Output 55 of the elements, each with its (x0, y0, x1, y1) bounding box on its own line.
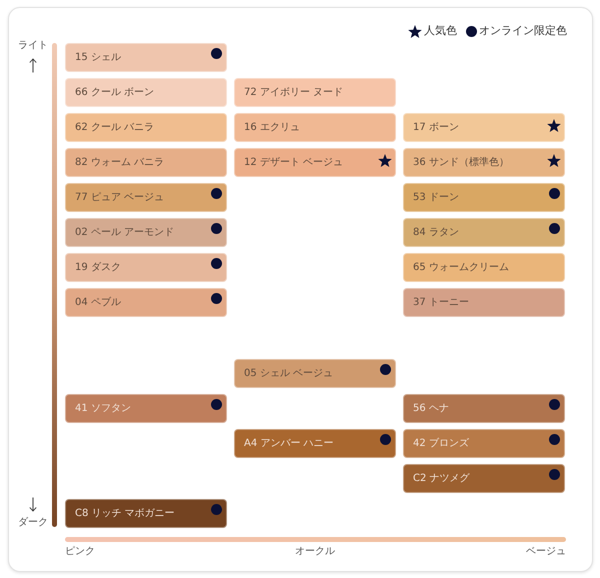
shade-box (234, 429, 396, 458)
shade-box (65, 113, 227, 142)
shade-name: 15 シェル (75, 51, 122, 64)
shade-box (234, 148, 396, 177)
shade-box (65, 43, 227, 72)
shade-name: 37 トーニー (413, 296, 470, 309)
shade-box (403, 464, 565, 493)
shade-box (403, 183, 565, 212)
shade-box (65, 148, 227, 177)
shade-box (403, 253, 565, 282)
shade-name: 53 ドーン (413, 191, 460, 204)
shade-name: 65 ウォームクリーム (413, 261, 510, 274)
shade-box (403, 394, 565, 423)
legend-text: オンライン限定色 (479, 24, 567, 38)
shade-box (403, 148, 565, 177)
shade-name: 42 ブロンズ (413, 437, 470, 450)
shade-name: C2 ナツメグ (413, 472, 471, 485)
shade-name: 19 ダスク (75, 261, 122, 274)
shade-name: 04 ペブル (75, 296, 122, 309)
shade-box (403, 113, 565, 142)
shade-box (65, 394, 227, 423)
shade-name: 66 クール ボーン (75, 86, 156, 99)
shade-box (65, 499, 227, 528)
shade-name: 05 シェル ベージュ (244, 367, 334, 380)
shade-box (234, 113, 396, 142)
shade-box (403, 218, 565, 247)
axis-label: ピンク (65, 546, 95, 558)
shade-box (65, 253, 227, 282)
axis-label: ライト (17, 40, 49, 52)
axis-label: ダーク (17, 517, 49, 529)
shade-box (403, 288, 565, 317)
shade-box (65, 183, 227, 212)
shade-name: 12 デザート ベージュ (244, 156, 344, 169)
legend-text: 人気色 (424, 24, 457, 38)
shade-name: 72 アイボリー ヌード (244, 86, 344, 99)
shade-name: 17 ボーン (413, 121, 460, 134)
shade-name: 62 クール バニラ (75, 121, 156, 134)
shade-box (65, 288, 227, 317)
shade-name: 77 ピュア ベージュ (75, 191, 166, 204)
shade-name: 56 ヘナ (413, 402, 450, 415)
shade-name: A4 アンバー ハニー (244, 437, 335, 450)
shade-name: 36 サンド（標準色） (413, 156, 510, 169)
shade-name: 84 ラタン (413, 226, 460, 239)
shade-box (234, 359, 396, 388)
shade-name: C8 リッチ マボガニー (75, 507, 176, 520)
shade-box (65, 78, 227, 107)
shade-name: 41 ソフタン (75, 402, 132, 415)
axis-label: オークル (294, 546, 336, 558)
shade-box (403, 429, 565, 458)
shade-name: 02 ペール アーモンド (75, 226, 176, 239)
axis-label: ベージュ (526, 546, 566, 558)
shade-name: 82 ウォーム バニラ (75, 156, 166, 169)
shade-name: 16 エクリュ (244, 121, 301, 134)
shade-box (234, 78, 396, 107)
shade-box (65, 218, 227, 247)
